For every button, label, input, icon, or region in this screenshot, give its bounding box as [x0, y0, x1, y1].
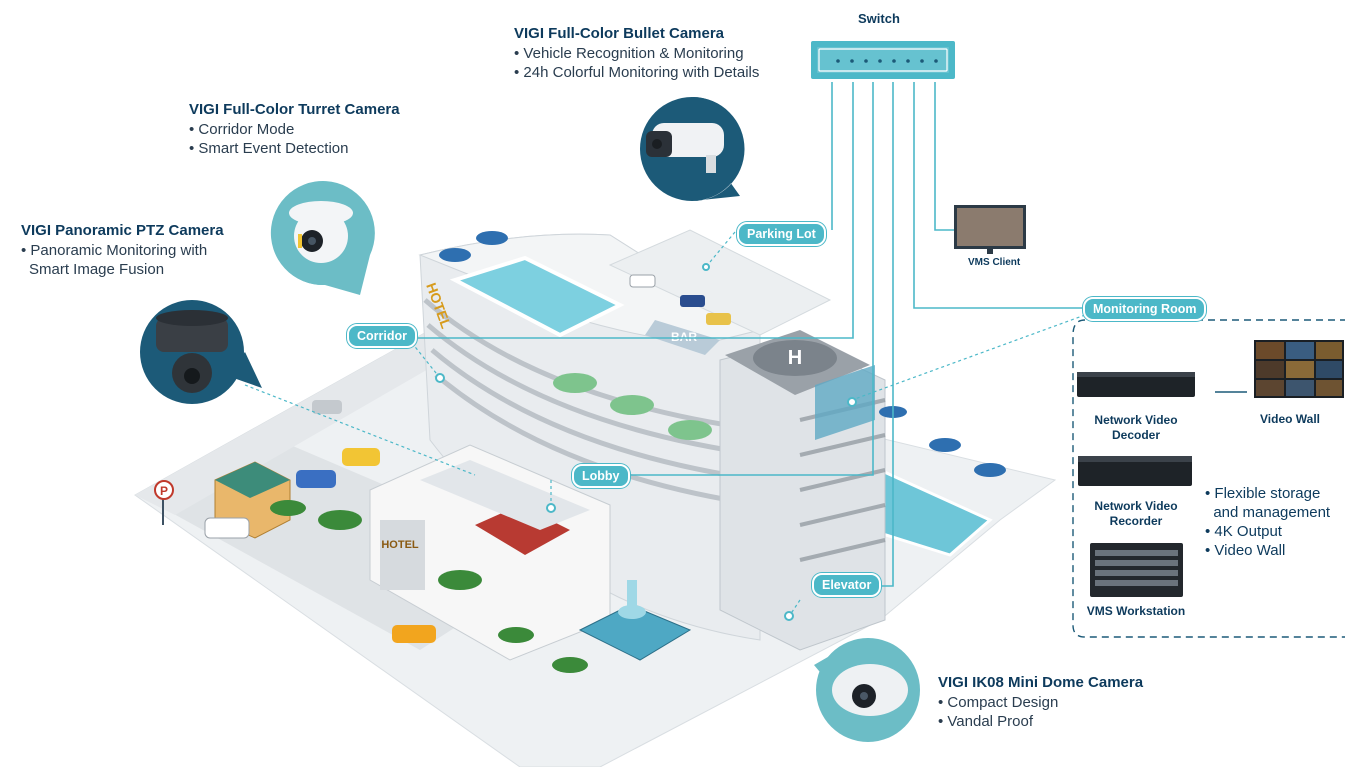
- bullet-camera-feature-2: • 24h Colorful Monitoring with Details: [514, 64, 760, 81]
- decoder-device: [1077, 372, 1195, 397]
- bullet-camera-bubble: [640, 97, 745, 202]
- ptz-camera-feature-2: Smart Image Fusion: [29, 261, 165, 278]
- tag-monitoring-room: Monitoring Room: [1083, 297, 1207, 321]
- car-street-yellow: [342, 448, 380, 466]
- car-street-white: [204, 517, 250, 539]
- umbrellas: [439, 231, 1006, 477]
- tag-lobby: Lobby: [572, 464, 630, 488]
- switch-body: [811, 41, 955, 79]
- fountain-pool: [578, 604, 692, 661]
- turret-camera-feature-2: • Smart Event Detection: [189, 140, 349, 157]
- recorder-feature-list: • Flexible storage and management • 4K O…: [1205, 484, 1330, 560]
- parking-lot-area: [608, 229, 832, 336]
- recorder-feature-2: and management: [1205, 504, 1331, 521]
- turret-camera-title: VIGI Full-Color Turret Camera: [189, 101, 400, 118]
- car-yellow: [706, 313, 731, 325]
- video-wall-screens: [1254, 340, 1344, 398]
- bar-umbrellas: [553, 373, 712, 440]
- helipad-h: H: [788, 347, 802, 369]
- bullet-camera-feature-1: • Vehicle Recognition & Monitoring: [514, 45, 744, 62]
- monitoring-room-window: [815, 365, 875, 440]
- lobby-floor: [420, 460, 590, 530]
- parking-sign-letter: P: [160, 484, 168, 498]
- car-blue: [680, 295, 705, 307]
- video-wall-label: Video Wall: [1260, 412, 1321, 426]
- recorder-feature-3: • 4K Output: [1205, 523, 1282, 540]
- workstation-label: VMS Workstation: [1086, 604, 1186, 618]
- ptz-camera-title: VIGI Panoramic PTZ Camera: [21, 222, 224, 239]
- dome-camera-bubble: [814, 638, 920, 742]
- car-white: [629, 274, 656, 288]
- street-left: [135, 330, 470, 515]
- dome-camera-feature-1: • Compact Design: [938, 694, 1059, 711]
- decoder-label: Network Video Decoder: [1094, 413, 1178, 442]
- rooftop-pool: [449, 255, 625, 338]
- target-dots: [435, 263, 857, 621]
- recorder-feature-1: • Flexible storage: [1205, 485, 1321, 502]
- car-street-orange: [392, 625, 436, 643]
- recorder-label: Network Video Recorder: [1094, 499, 1178, 528]
- switch-cables: [408, 82, 1085, 587]
- ptz-camera-bubble: [140, 300, 262, 404]
- car-street-gray: [312, 400, 342, 414]
- nvr-device: [1078, 456, 1192, 486]
- lobby-carpet: [475, 505, 570, 555]
- dome-camera-feature-2: • Vandal Proof: [938, 713, 1034, 730]
- ptz-camera-feature-1: • Panoramic Monitoring with: [21, 242, 208, 259]
- hotel-front: [380, 520, 425, 590]
- bullet-camera-title: VIGI Full-Color Bullet Camera: [514, 25, 725, 42]
- bar-sign: BAR: [671, 330, 697, 344]
- vms-client-label: VMS Client: [968, 257, 1021, 268]
- dome-camera-title: VIGI IK08 Mini Dome Camera: [938, 674, 1144, 691]
- switch-ports: [836, 59, 938, 63]
- palm-trees: [270, 500, 588, 673]
- turret-camera-feature-1: • Corridor Mode: [189, 121, 295, 138]
- tag-parking-lot: Parking Lot: [737, 222, 826, 246]
- tag-corridor: Corridor: [347, 324, 417, 348]
- turret-camera-bubble: [270, 181, 375, 295]
- switch-label: Switch: [858, 11, 900, 26]
- recorder-feature-4: • Video Wall: [1205, 542, 1286, 559]
- hotel-front-sign: HOTEL: [381, 539, 419, 551]
- parking-sign: [154, 480, 174, 500]
- tag-elevator: Elevator: [812, 573, 882, 597]
- car-street-blue: [296, 470, 336, 488]
- helipad: [753, 340, 837, 376]
